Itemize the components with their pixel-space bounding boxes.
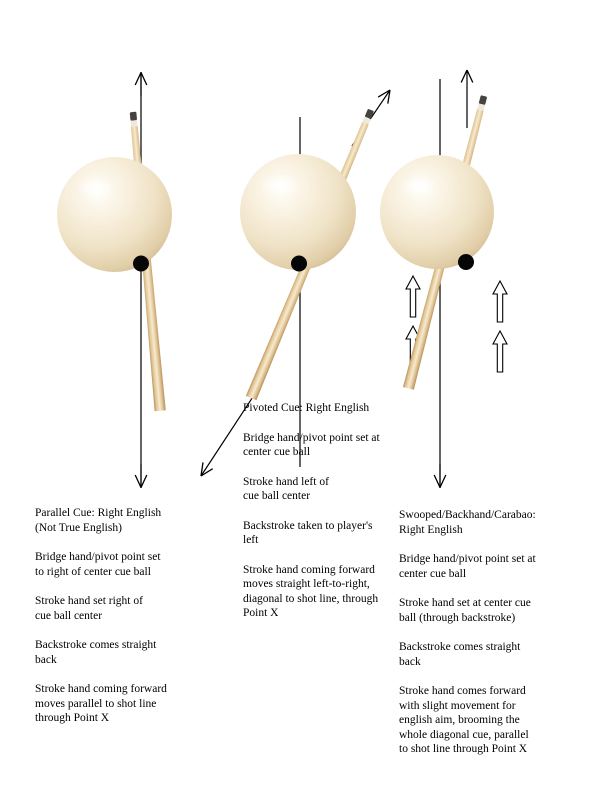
cue-ball [57, 157, 172, 272]
contact-point-dot [291, 255, 307, 272]
small-up-arrow [405, 274, 421, 318]
caption-parallel-cue: Parallel Cue: Right English (Not True En… [35, 506, 230, 726]
ball-highlight [77, 176, 115, 200]
contact-point-dot [133, 255, 149, 272]
caption-paragraph: Bridge hand/pivot point set at center cu… [399, 553, 536, 580]
caption-title: Swooped/Backhand/Carabao: Right English [399, 509, 536, 536]
caption-paragraph: Stroke hand comes forward with slight mo… [399, 685, 529, 755]
small-up-arrow [492, 279, 508, 323]
figure-pivoted-cue [200, 89, 391, 477]
caption-title: Parallel Cue: Right English (Not True En… [35, 507, 162, 534]
cue-tip [478, 95, 487, 105]
cue-ball [380, 155, 494, 269]
cue-ball [240, 154, 356, 270]
caption-paragraph: Stroke hand set at center cue ball (thro… [399, 597, 531, 624]
cue-tip [129, 111, 137, 121]
cue-tip [365, 109, 374, 119]
caption-paragraph: Bridge hand/pivot point set to right of … [35, 551, 161, 578]
caption-paragraph: Stroke hand coming forward moves straigh… [243, 563, 379, 620]
caption-paragraph: Stroke hand coming forward moves paralle… [35, 683, 167, 724]
contact-point-dot [458, 254, 474, 270]
figure-swooped-cue [380, 69, 508, 488]
small-up-arrow [492, 329, 508, 373]
caption-title: Pivoted Cue: Right English [243, 402, 370, 414]
caption-paragraph: Bridge hand/pivot point set at center cu… [243, 431, 380, 459]
caption-paragraph: Backstroke taken to player's left [243, 519, 373, 547]
ball-highlight [400, 174, 438, 198]
cue-ferrule [362, 116, 371, 125]
ball-highlight [260, 173, 298, 197]
caption-paragraph: Stroke hand set right of cue ball center [35, 595, 143, 622]
figure-parallel-cue [57, 72, 172, 488]
caption-paragraph: Stroke hand left of cue ball center [243, 475, 329, 503]
caption-pivoted-cue: Pivoted Cue: Right English Bridge hand/p… [243, 401, 421, 621]
caption-paragraph: Backstroke comes straight back [399, 641, 521, 668]
caption-swooped-cue: Swooped/Backhand/Carabao: Right English … [399, 508, 589, 757]
cue-ferrule [130, 120, 138, 127]
backstroke-arrow [200, 382, 263, 477]
caption-paragraph: Backstroke comes straight back [35, 639, 157, 666]
cue-ferrule [477, 103, 486, 111]
